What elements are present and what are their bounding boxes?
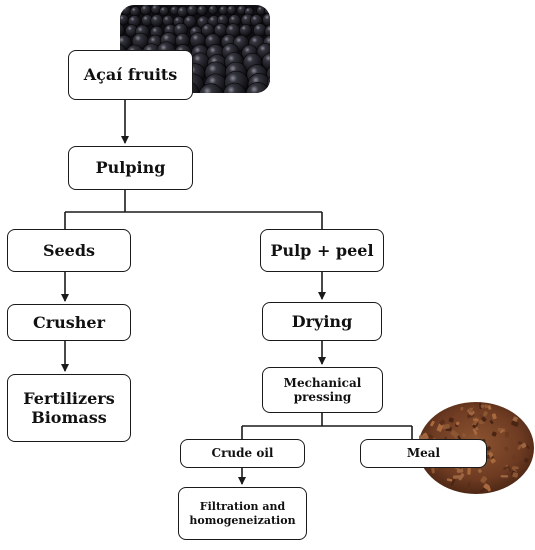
node-crusher: Crusher xyxy=(7,304,131,341)
node-drying: Drying xyxy=(262,302,382,341)
node-acai-fruits: Açaí fruits xyxy=(68,50,193,100)
node-fertilizers-biomass: Fertilizers Biomass xyxy=(7,374,131,442)
node-seeds: Seeds xyxy=(7,229,131,272)
acai-berries-photo xyxy=(120,5,270,93)
node-pulp-peel: Pulp + peel xyxy=(260,229,384,272)
node-meal: Meal xyxy=(360,439,487,468)
node-crude-oil: Crude oil xyxy=(180,439,305,468)
node-pulping: Pulping xyxy=(68,146,193,190)
node-mechanical-pressing: Mechanical pressing xyxy=(262,367,383,413)
node-filtration: Filtration and homogeneization xyxy=(178,487,307,540)
